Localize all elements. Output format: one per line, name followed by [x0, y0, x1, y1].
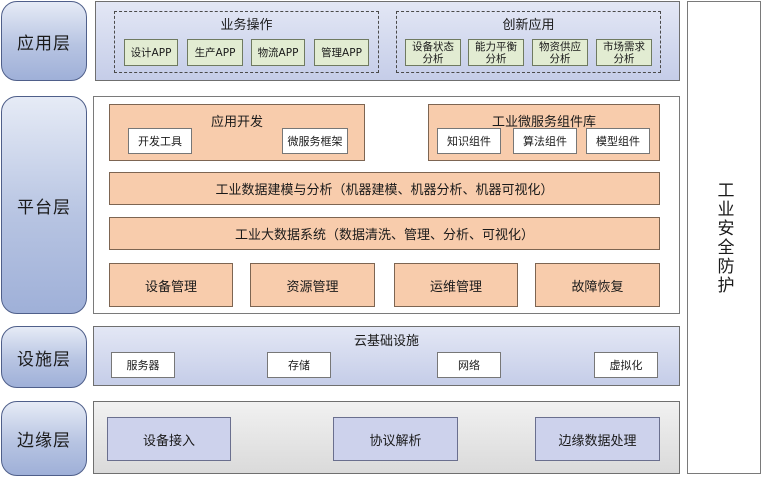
- business-operations-group: [114, 11, 379, 73]
- infra-virtualization: 虚拟化: [594, 352, 658, 378]
- protocol-parsing: 协议解析: [333, 417, 458, 461]
- app-development-title: 应用开发: [210, 115, 263, 130]
- app-management: 管理APP: [314, 39, 369, 66]
- device-access: 设备接入: [107, 417, 231, 461]
- operations-management: 运维管理: [394, 263, 518, 307]
- microservice-framework: 微服务框架: [282, 128, 348, 154]
- infra-network: 网络: [437, 352, 501, 378]
- app-capacity-balance-analysis: 能力平衡 分析: [468, 39, 524, 66]
- app-design: 设计APP: [124, 39, 178, 66]
- industrial-security-label: 工业安全防护: [713, 180, 734, 295]
- knowledge-component: 知识组件: [437, 128, 501, 154]
- app-equipment-status-analysis: 设备状态 分析: [405, 39, 461, 66]
- innovation-apps-title: 创新应用: [502, 18, 555, 33]
- layer-label-platform: 平台层: [1, 96, 87, 314]
- microservice-library-title: 工业微服务组件库: [491, 115, 596, 130]
- fault-recovery: 故障恢复: [535, 263, 660, 307]
- business-operations-title: 业务操作: [220, 18, 273, 33]
- infra-server: 服务器: [111, 352, 175, 378]
- edge-data-processing: 边缘数据处理: [535, 417, 660, 461]
- layer-label-application: 应用层: [1, 1, 87, 81]
- app-material-supply-analysis: 物资供应 分析: [532, 39, 588, 66]
- infra-storage: 存储: [267, 352, 331, 378]
- innovation-apps-group: [396, 11, 661, 73]
- dev-tools: 开发工具: [128, 128, 192, 154]
- industrial-security-column: 工业安全防护: [687, 1, 761, 474]
- cloud-infrastructure-title: 云基础设施: [353, 334, 419, 349]
- resource-management: 资源管理: [250, 263, 375, 307]
- app-logistics: 物流APP: [251, 39, 305, 66]
- layer-label-facility: 设施层: [1, 326, 87, 388]
- app-market-demand-analysis: 市场需求 分析: [596, 39, 652, 66]
- model-component: 模型组件: [586, 128, 650, 154]
- facility-layer-panel: [93, 326, 680, 386]
- industrial-bigdata-system: 工业大数据系统（数据清洗、管理、分析、可视化）: [109, 217, 660, 250]
- algorithm-component: 算法组件: [513, 128, 577, 154]
- equipment-management: 设备管理: [109, 263, 233, 307]
- app-production: 生产APP: [187, 39, 243, 66]
- layer-label-edge: 边缘层: [1, 401, 87, 476]
- industrial-data-modeling: 工业数据建模与分析（机器建模、机器分析、机器可视化）: [109, 172, 660, 205]
